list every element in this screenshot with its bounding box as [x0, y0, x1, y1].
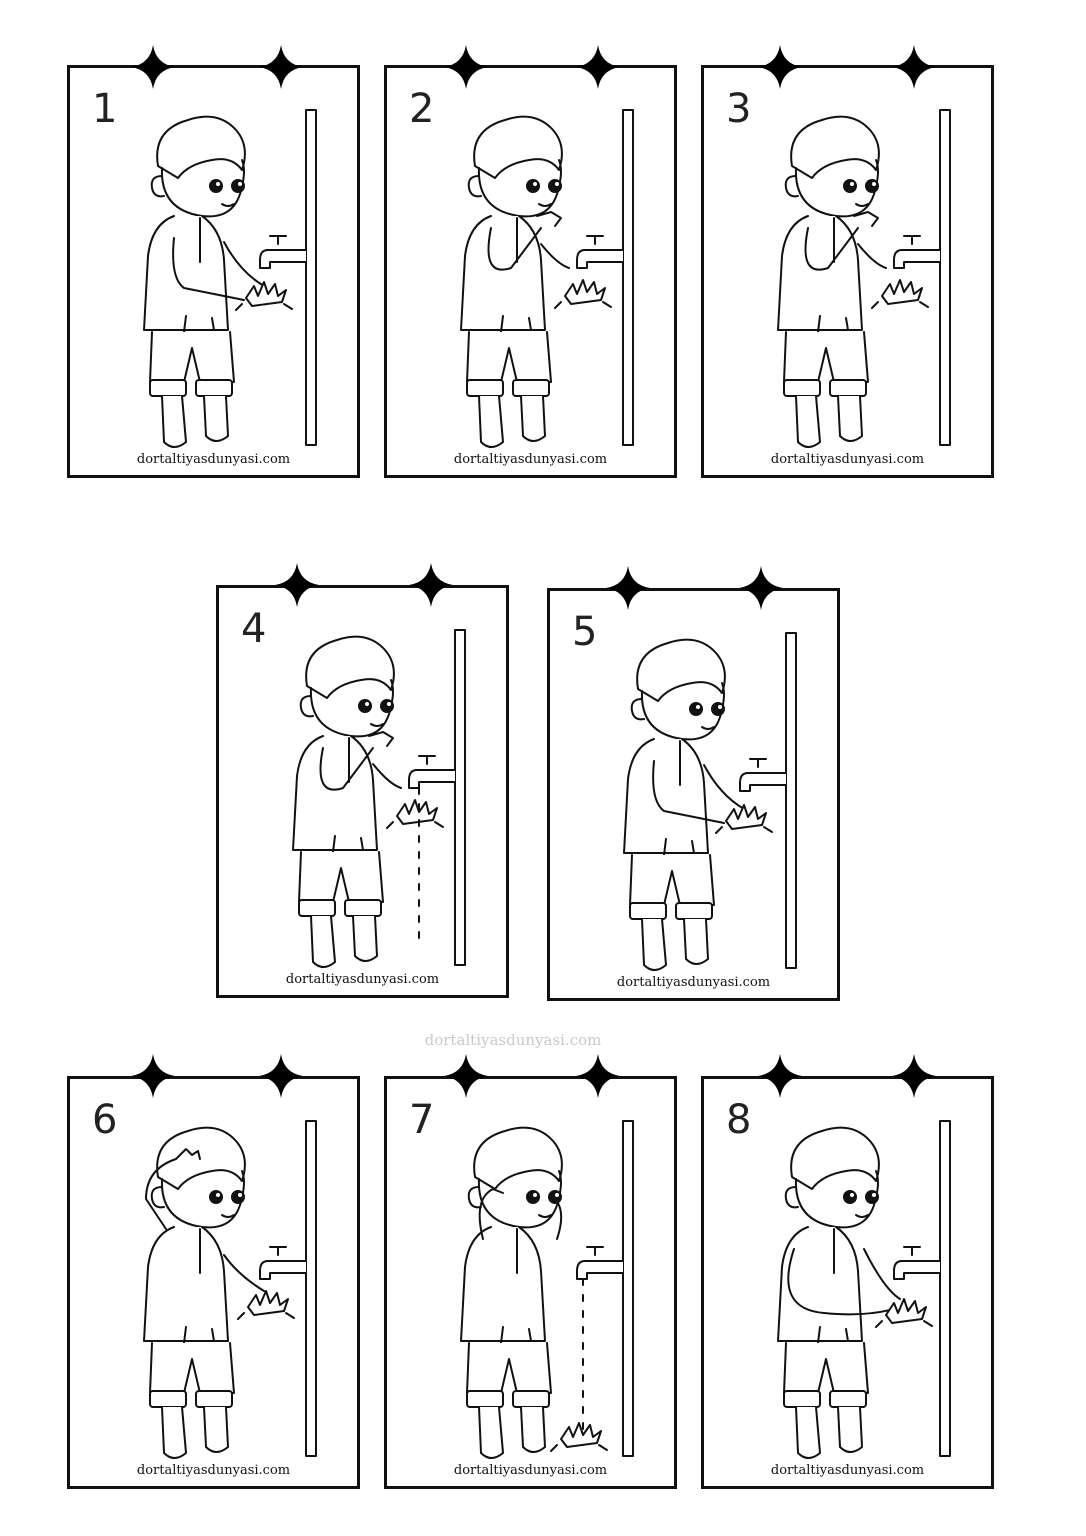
step-card-7: 7 dortaltiyasdunyasi.com — [384, 1076, 677, 1489]
step-number: 8 — [726, 1097, 752, 1143]
star-icon — [259, 45, 303, 89]
step-number: 7 — [409, 1097, 435, 1143]
boy-washing-illustration — [777, 1120, 951, 1459]
boy-washing-illustration — [143, 1120, 317, 1459]
step-number: 2 — [409, 86, 435, 132]
star-icon — [444, 45, 488, 89]
site-label: dortaltiyasdunyasi.com — [453, 452, 608, 467]
star-icon — [892, 45, 936, 89]
step-number: 3 — [726, 86, 752, 132]
star-icon — [131, 1054, 175, 1098]
site-label: dortaltiyasdunyasi.com — [616, 975, 771, 990]
step-number: 1 — [92, 86, 118, 132]
boy-washing-illustration — [460, 109, 634, 448]
site-label: dortaltiyasdunyasi.com — [453, 1463, 608, 1478]
step-card-8: 8 dortaltiyasdunyasi.com — [701, 1076, 994, 1489]
step-card-1: 1 dortaltiyasdunyasi.com — [67, 65, 360, 478]
step-card-5: 5 dortaltiyasdunyasi.com — [547, 588, 840, 1001]
star-icon — [275, 563, 319, 607]
step-card-6: 6 dortaltiyasdunyasi.com — [67, 1076, 360, 1489]
site-label: dortaltiyasdunyasi.com — [770, 452, 925, 467]
star-icon — [259, 1054, 303, 1098]
step-number: 4 — [241, 606, 267, 652]
star-icon — [576, 45, 620, 89]
star-icon — [576, 1054, 620, 1098]
step-card-2: 2 dortaltiyasdunyasi.com — [384, 65, 677, 478]
boy-washing-illustration — [143, 109, 317, 448]
step-number: 6 — [92, 1097, 118, 1143]
step-card-4: 4 dortaltiyasdunyasi.com — [216, 585, 509, 998]
site-label: dortaltiyasdunyasi.com — [136, 1463, 291, 1478]
star-icon — [409, 563, 453, 607]
site-label: dortaltiyasdunyasi.com — [770, 1463, 925, 1478]
star-icon — [892, 1054, 936, 1098]
star-icon — [739, 566, 783, 610]
site-label: dortaltiyasdunyasi.com — [285, 972, 440, 987]
boy-washing-illustration — [292, 629, 466, 968]
star-icon — [758, 1054, 802, 1098]
star-icon — [606, 566, 650, 610]
step-card-3: 3 dortaltiyasdunyasi.com — [701, 65, 994, 478]
boy-washing-illustration — [623, 632, 797, 971]
star-icon — [758, 45, 802, 89]
watermark: dortaltiyasdunyasi.com — [424, 1031, 602, 1049]
boy-washing-illustration — [777, 109, 951, 448]
step-number: 5 — [572, 609, 598, 655]
boy-washing-illustration — [460, 1120, 634, 1459]
star-icon — [131, 45, 175, 89]
star-icon — [444, 1054, 488, 1098]
site-label: dortaltiyasdunyasi.com — [136, 452, 291, 467]
